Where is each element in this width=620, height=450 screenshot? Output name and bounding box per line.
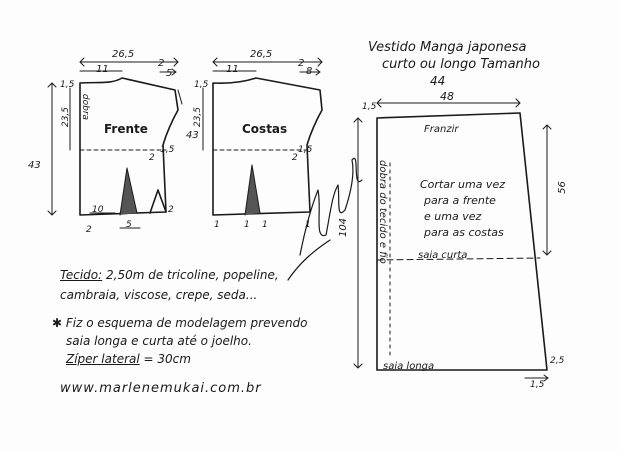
- back-hem-mark: 1: [305, 220, 311, 230]
- back-bodice: [212, 77, 323, 216]
- skirt-width-label: 48: [440, 90, 454, 103]
- fabric-line-2: cambraia, viscose, crepe, seda...: [60, 288, 258, 302]
- back-top-drop: 1,5: [194, 80, 209, 90]
- back-hem-mark: 1: [262, 220, 268, 230]
- front-dimensions: [47, 57, 183, 229]
- front-bodice: [79, 77, 179, 216]
- skirt-height-right: 56: [556, 181, 568, 194]
- front-width-label: 26,5: [112, 49, 135, 60]
- skirt-cut-text-3: e uma vez: [424, 210, 482, 223]
- front-side-drop: 1,5: [160, 145, 175, 155]
- zip-note: Zíper lateral = 30cm: [66, 352, 191, 366]
- skirt-cut-text-2: para a frente: [424, 194, 496, 207]
- front-side-label: 2: [149, 153, 155, 163]
- zip-value: = 30cm: [143, 352, 191, 366]
- skirt-top-corner: 1,5: [362, 102, 377, 112]
- back-shoulder-offset: 11: [226, 64, 239, 75]
- skirt-fold-text: dobra do tecido e fio: [377, 160, 388, 264]
- front-shoulder-slope: 2: [158, 58, 165, 69]
- scheme-line-2: saia longa e curta até o joelho.: [66, 334, 252, 348]
- back-armhole-depth: 23,5: [193, 106, 204, 128]
- back-dimensions: [202, 57, 323, 151]
- fabric-label: Tecido:: [60, 268, 103, 282]
- front-side-length-label: 43: [186, 130, 199, 141]
- front-shoulder-offset: 11: [96, 64, 109, 75]
- skirt-long-label: saia longa: [383, 361, 435, 372]
- website-link[interactable]: www.marlenemukai.com.br: [60, 381, 262, 396]
- back-width-label: 26,5: [250, 49, 273, 60]
- front-neck-label: 5: [166, 68, 173, 79]
- front-dart-corner-left: 2: [86, 225, 92, 235]
- zip-label: Zíper lateral: [66, 352, 140, 366]
- front-length-label: 43: [28, 160, 41, 171]
- back-hem-mark: 1: [214, 220, 220, 230]
- back-piece-label: Costas: [242, 122, 288, 136]
- title-line-2: curto ou longo Tamanho: [382, 57, 540, 72]
- front-piece-label: Frente: [104, 122, 148, 136]
- title-size: 44: [430, 74, 446, 88]
- back-hem-mark: 1: [244, 220, 250, 230]
- skirt-short-label: saia curta: [418, 250, 468, 261]
- fabric-line-1: 2,50m de tricoline, popeline,: [106, 268, 279, 282]
- scheme-note-line-1: ✱ Fiz o esquema de modelagem prevendo: [52, 316, 308, 330]
- front-fold-label: dobra: [80, 93, 91, 121]
- skirt-hem-width: 1,5: [530, 380, 545, 390]
- front-dart-side: 5: [126, 220, 132, 230]
- front-hem-label: 10: [92, 205, 104, 215]
- skirt-cut-text-4: para as costas: [424, 226, 504, 239]
- scheme-line-1: Fiz o esquema de modelagem prevendo: [65, 316, 308, 330]
- back-shoulder-slope: 2: [298, 58, 305, 69]
- fabric-note-line-1: Tecido: 2,50m de tricoline, popeline,: [60, 268, 279, 282]
- front-top-drop: 1,5: [60, 80, 75, 90]
- asterisk-icon: ✱: [52, 316, 63, 330]
- skirt-height-left: 104: [338, 217, 350, 238]
- skirt-cut-text-1: Cortar uma vez: [420, 178, 505, 191]
- skirt-hem-drop: 2,5: [550, 356, 565, 366]
- back-neck-label: 8: [306, 66, 313, 77]
- title-line-1: Vestido Manga japonesa: [368, 40, 527, 55]
- back-side-label: 2: [292, 153, 298, 163]
- skirt-dimensions: [353, 98, 552, 382]
- back-side-drop: 1,5: [298, 145, 313, 155]
- front-armhole-depth: 23,5: [61, 106, 72, 128]
- front-dart-corner-right: 2: [168, 205, 174, 215]
- skirt-piece: [376, 112, 548, 371]
- skirt-gather-label: Franzir: [424, 124, 459, 135]
- signature-mark: [287, 157, 363, 281]
